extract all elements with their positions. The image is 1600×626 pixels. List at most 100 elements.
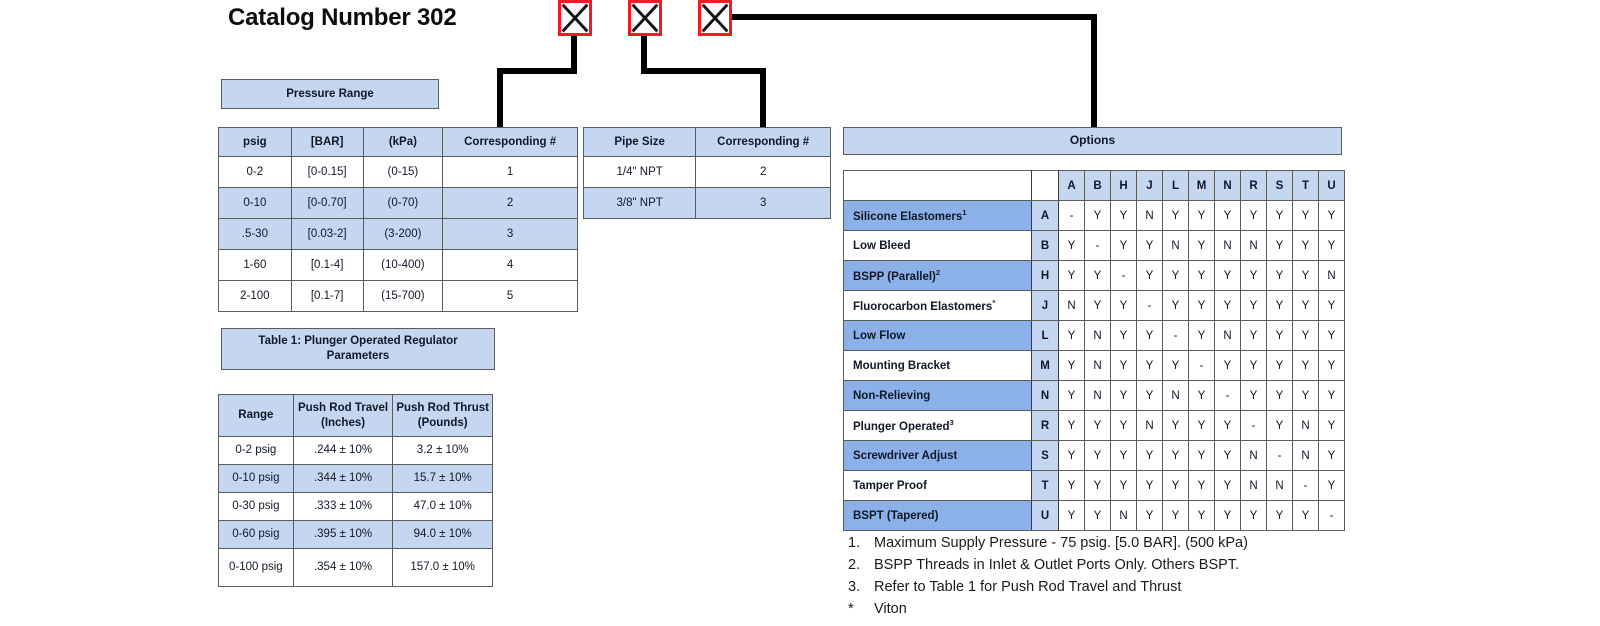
matrix-cell-t-t: -	[1292, 470, 1319, 501]
matrix-cell-l-r: Y	[1240, 320, 1267, 351]
matrix-cell-a-j: N	[1136, 200, 1163, 231]
matrix-cell-j-a: N	[1058, 290, 1085, 321]
matrix-cell-m-h: Y	[1110, 350, 1137, 381]
connector-pipe-vertical-upper	[641, 36, 647, 72]
matrix-row-code: R	[1031, 410, 1059, 441]
footnotes-list: 1.Maximum Supply Pressure - 75 psig. [5.…	[848, 532, 1468, 620]
matrix-cell-n-b: N	[1084, 380, 1111, 411]
footnote-item: 2.BSPP Threads in Inlet & Outlet Ports O…	[848, 554, 1468, 576]
matrix-cell-j-t: Y	[1292, 290, 1319, 321]
footnote-marker: *	[992, 298, 996, 308]
matrix-cell-m-t: Y	[1292, 350, 1319, 381]
matrix-cell-l-h: Y	[1110, 320, 1137, 351]
matrix-cell-s-j: Y	[1136, 440, 1163, 471]
connector-options-vertical	[1091, 14, 1097, 128]
cell-corresponding: 4	[442, 249, 578, 281]
matrix-cell-s-u: Y	[1318, 440, 1345, 471]
matrix-cell-l-u: Y	[1318, 320, 1345, 351]
matrix-cell-h-t: Y	[1292, 260, 1319, 291]
matrix-col-header-h: H	[1110, 170, 1137, 201]
matrix-cell-b-r: N	[1240, 230, 1267, 261]
matrix-cell-n-t: Y	[1292, 380, 1319, 411]
matrix-row-label: Non-Relieving	[843, 380, 1032, 411]
matrix-cell-a-r: Y	[1240, 200, 1267, 231]
matrix-cell-l-t: Y	[1292, 320, 1319, 351]
col-header-psig: psig	[218, 127, 292, 157]
matrix-cell-m-l: Y	[1162, 350, 1189, 381]
matrix-cell-m-r: Y	[1240, 350, 1267, 381]
cell-kpa: (15-700)	[362, 280, 444, 312]
table-row: 1/4" NPT 2	[582, 156, 831, 188]
connector-pressure-horizontal	[497, 68, 577, 74]
matrix-cell-r-n: Y	[1214, 410, 1241, 441]
matrix-corner-blank	[843, 170, 1032, 201]
matrix-cell-l-a: Y	[1058, 320, 1085, 351]
matrix-cell-h-m: Y	[1188, 260, 1215, 291]
matrix-col-header-t: T	[1292, 170, 1319, 201]
matrix-cell-t-b: Y	[1084, 470, 1111, 501]
x-mark-icon	[701, 3, 729, 33]
footnote-marker: 3	[949, 418, 954, 428]
matrix-cell-m-m: -	[1188, 350, 1215, 381]
table-row: 0-10 [0-0.70] (0-70) 2	[218, 187, 578, 219]
cell-thrust: 47.0 ± 10%	[392, 492, 493, 521]
pipe-size-selector-box[interactable]	[628, 0, 662, 36]
footnote-number: *	[848, 601, 854, 618]
cell-range: 0-100 psig	[218, 548, 294, 587]
cell-psig: 0-10	[218, 187, 292, 219]
pressure-range-selector-box[interactable]	[558, 0, 592, 36]
matrix-cell-s-m: Y	[1188, 440, 1215, 471]
cell-psig: .5-30	[218, 218, 292, 250]
matrix-row-label: Low Bleed	[843, 230, 1032, 261]
cell-corresponding: 2	[695, 156, 831, 188]
cell-pipe-size: 1/4" NPT	[582, 156, 697, 188]
matrix-cell-a-l: Y	[1162, 200, 1189, 231]
table-row: 0-100 psig .354 ± 10% 157.0 ± 10%	[218, 548, 493, 587]
pressure-range-caption: Pressure Range	[221, 79, 439, 109]
cell-travel: .395 ± 10%	[292, 520, 394, 549]
options-selector-box[interactable]	[698, 0, 732, 36]
matrix-row-label: Mounting Bracket	[843, 350, 1032, 381]
matrix-cell-t-h: Y	[1110, 470, 1137, 501]
matrix-cell-t-u: Y	[1318, 470, 1345, 501]
matrix-col-header-s: S	[1266, 170, 1293, 201]
matrix-cell-u-l: Y	[1162, 500, 1189, 531]
matrix-cell-m-j: Y	[1136, 350, 1163, 381]
matrix-cell-b-m: Y	[1188, 230, 1215, 261]
footnote-marker: 2	[935, 268, 941, 278]
matrix-cell-a-h: Y	[1110, 200, 1137, 231]
matrix-cell-j-r: Y	[1240, 290, 1267, 321]
matrix-col-header-n: N	[1214, 170, 1241, 201]
matrix-cell-a-m: Y	[1188, 200, 1215, 231]
matrix-cell-m-u: Y	[1318, 350, 1345, 381]
matrix-row-code: L	[1031, 320, 1059, 351]
table-row: 0-10 psig .344 ± 10% 15.7 ± 10%	[218, 464, 493, 493]
matrix-cell-n-u: Y	[1318, 380, 1345, 411]
matrix-cell-h-s: Y	[1266, 260, 1293, 291]
matrix-cell-n-h: Y	[1110, 380, 1137, 411]
col-header-pipe-size: Pipe Size	[582, 127, 697, 157]
matrix-cell-s-l: Y	[1162, 440, 1189, 471]
cell-kpa: (10-400)	[362, 249, 444, 281]
matrix-cell-j-m: Y	[1188, 290, 1215, 321]
matrix-cell-r-h: Y	[1110, 410, 1137, 441]
matrix-cell-j-l: Y	[1162, 290, 1189, 321]
matrix-row-code: S	[1031, 440, 1059, 471]
matrix-cell-b-l: N	[1162, 230, 1189, 261]
matrix-row-code: B	[1031, 230, 1059, 261]
matrix-cell-u-j: Y	[1136, 500, 1163, 531]
matrix-cell-u-u: -	[1318, 500, 1345, 531]
cell-corresponding: 1	[442, 156, 578, 188]
matrix-cell-l-b: N	[1084, 320, 1111, 351]
matrix-cell-s-a: Y	[1058, 440, 1085, 471]
matrix-cell-b-h: Y	[1110, 230, 1137, 261]
matrix-cell-l-s: Y	[1266, 320, 1293, 351]
matrix-cell-l-l: -	[1162, 320, 1189, 351]
matrix-row-code: N	[1031, 380, 1059, 411]
cell-bar: [0.1-7]	[290, 280, 364, 312]
